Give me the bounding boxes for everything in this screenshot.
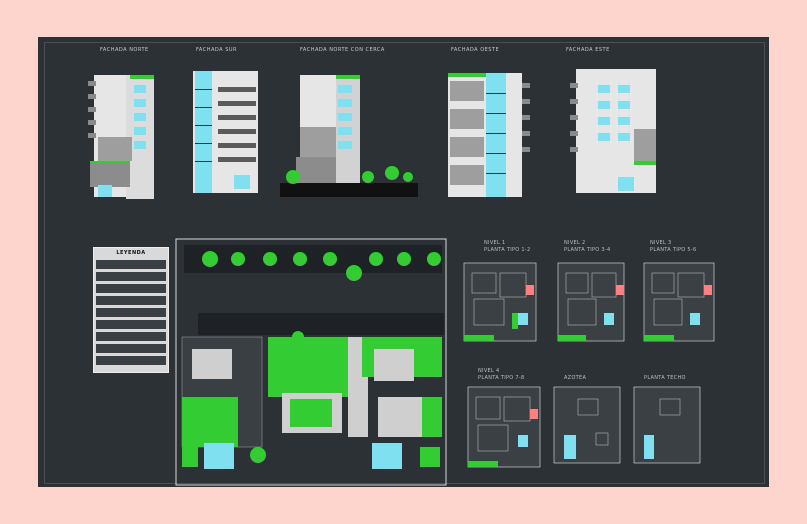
- elevation-title-east: FACHADA ESTE: [566, 47, 610, 53]
- plan-subtitle-level-1: PLANTA TIPO 1-2: [484, 247, 531, 253]
- floor-plans-drawing: [463, 262, 715, 468]
- plan-subtitle-level-2: PLANTA TIPO 3-4: [564, 247, 611, 253]
- elevation-south: [193, 71, 258, 193]
- plan-subtitle-level-4: PLANTA TIPO 7-8: [478, 375, 525, 381]
- site-plan-drawing: [175, 238, 447, 486]
- legend-row: [96, 320, 166, 329]
- sheet-border: [44, 42, 765, 484]
- elevation-west: [448, 73, 530, 197]
- plan-subtitle-level-3: PLANTA TIPO 5-6: [650, 247, 697, 253]
- legend-row: [96, 344, 166, 353]
- elevation-title-south: FACHADA SUR: [196, 47, 238, 53]
- legend-row: [96, 284, 166, 293]
- floor-plan-level-4: [467, 386, 541, 468]
- plan-title-level-4: NIVEL 4: [478, 368, 500, 374]
- elevation-north: [88, 75, 154, 199]
- legend-row: [96, 332, 166, 341]
- plan-title-level-2: NIVEL 2: [564, 240, 586, 246]
- elevation-east: [570, 69, 656, 193]
- legend-row: [96, 296, 166, 305]
- floor-plan-roof: [553, 386, 621, 464]
- plan-title-level-3: NIVEL 3: [650, 240, 672, 246]
- elevations-drawing: [88, 69, 656, 199]
- floor-plan-level-2: [557, 262, 625, 342]
- elevation-title-west: FACHADA OESTE: [451, 47, 500, 53]
- legend-row: [96, 260, 166, 269]
- drawing-sheet: FACHADA NORTE FACHADA SUR FACHADA NORTE …: [38, 37, 769, 487]
- plan-title-level-1: NIVEL 1: [484, 240, 506, 246]
- legend-panel: LEYENDA: [93, 247, 169, 373]
- legend-row: [96, 308, 166, 317]
- legend-row: [96, 272, 166, 281]
- legend-title: LEYENDA: [116, 250, 146, 256]
- floor-plan-level-3: [643, 262, 715, 342]
- legend-row: [96, 356, 166, 365]
- floor-plan-roof-top: [633, 386, 701, 464]
- floor-plan-level-1: [463, 262, 537, 342]
- plan-title-roof: AZOTEA: [564, 375, 587, 381]
- plan-title-roof-plan: PLANTA TECHO: [644, 375, 686, 381]
- elevation-title-north: FACHADA NORTE: [100, 47, 149, 53]
- elevation-title-north-fence: FACHADA NORTE CON CERCA: [300, 47, 385, 53]
- elevation-north-fence: [280, 75, 418, 197]
